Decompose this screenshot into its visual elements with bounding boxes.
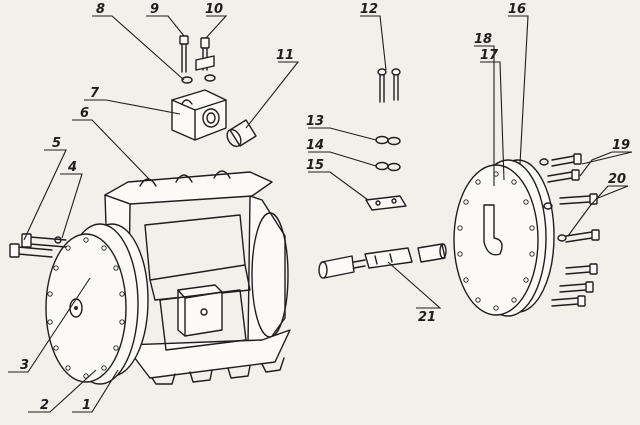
- callout-20: 20: [608, 172, 626, 187]
- callout-13: 13: [306, 114, 324, 129]
- callout-16: 16: [508, 2, 526, 17]
- leader-lines: [8, 15, 633, 413]
- key-plate: [365, 195, 407, 211]
- bearing-block: [171, 89, 227, 141]
- callout-8: 8: [96, 2, 105, 17]
- right-cover-disc: [453, 159, 555, 317]
- callout-15: 15: [306, 158, 324, 173]
- bushing: [226, 119, 257, 148]
- end-cover-plates: [45, 223, 149, 385]
- callout-7: 7: [90, 86, 100, 101]
- shaft-assembly: [318, 243, 447, 279]
- block-fasteners: [179, 35, 216, 84]
- callout-5: 5: [52, 136, 61, 151]
- callout-17: 17: [480, 48, 499, 63]
- callout-3: 3: [20, 358, 29, 373]
- callout-14: 14: [306, 138, 324, 153]
- callout-18: 18: [474, 32, 492, 47]
- callout-6: 6: [80, 106, 89, 121]
- callout-21: 21: [418, 310, 436, 325]
- washers: [375, 135, 401, 172]
- right-bolts: [539, 153, 600, 307]
- callout-labels: 3 2 1 4 5 6 7 8 9 10 11 12 13 14 15 16 1…: [20, 2, 630, 413]
- callout-10: 10: [205, 2, 223, 17]
- callout-19: 19: [612, 138, 630, 153]
- callout-11: 11: [276, 48, 294, 63]
- cover-bolts: [9, 233, 67, 258]
- callout-1: 1: [82, 398, 91, 413]
- pins: [377, 68, 401, 103]
- callout-12: 12: [360, 2, 378, 17]
- callout-4: 4: [67, 160, 77, 175]
- callout-2: 2: [40, 398, 49, 413]
- callout-9: 9: [150, 2, 159, 17]
